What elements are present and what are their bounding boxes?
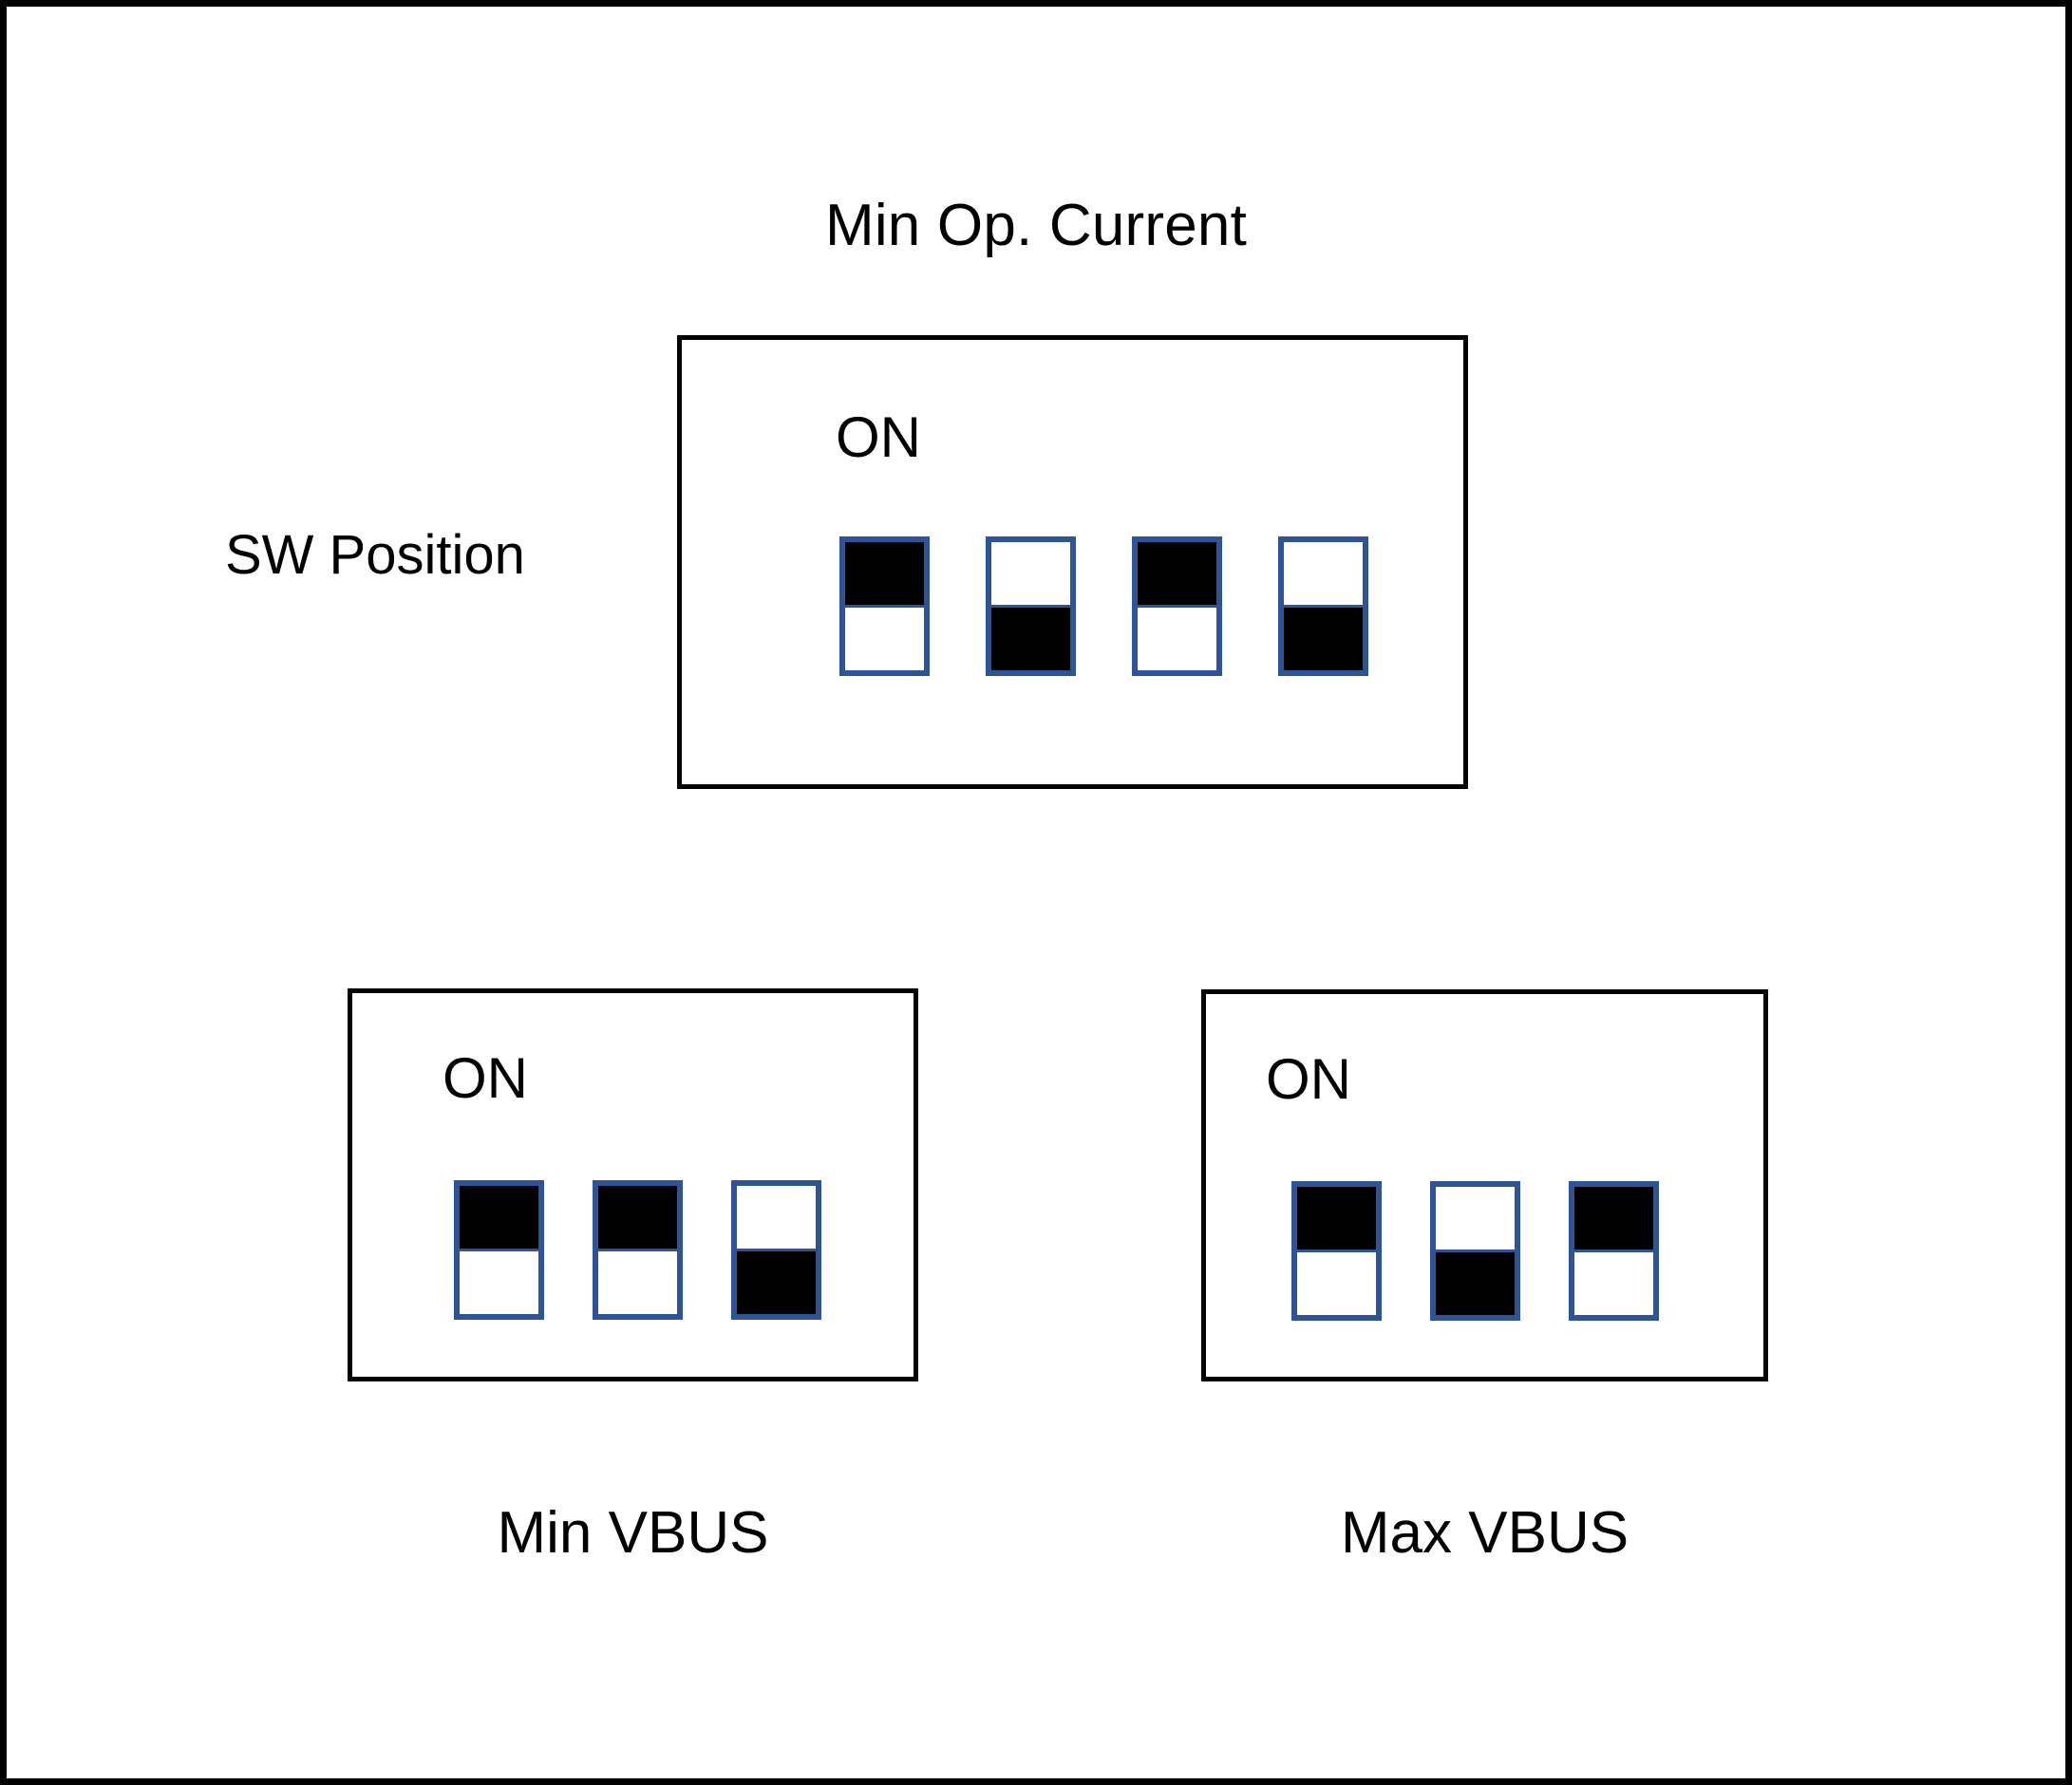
- dip-switch-3[interactable]: [1132, 536, 1222, 676]
- dip-switch-4-bottom-half: [1284, 605, 1363, 670]
- caption-max-vbus: Max VBUS: [1340, 1500, 1629, 1566]
- dip-switch-1-bottom-half: [460, 1251, 538, 1314]
- dip-switch-1-top-half: [1297, 1187, 1376, 1252]
- on-label-max-vbus: ON: [1266, 1047, 1351, 1111]
- dip-switch-3-top-half: [1138, 542, 1216, 608]
- dip-switch-2[interactable]: [593, 1180, 683, 1320]
- dip-switch-3-bottom-half: [737, 1249, 816, 1314]
- switch-group-min-vbus[interactable]: ON: [348, 988, 918, 1381]
- switch-group-max-vbus[interactable]: ON: [1201, 989, 1768, 1381]
- switch-group-min-op-current[interactable]: ON: [677, 335, 1468, 789]
- dip-switch-1[interactable]: [454, 1180, 544, 1320]
- dip-switch-1[interactable]: [1291, 1181, 1382, 1321]
- dip-switch-3-top-half: [737, 1186, 816, 1249]
- dip-switch-2-top-half: [991, 542, 1070, 605]
- dip-switch-4[interactable]: [1278, 536, 1368, 676]
- dip-switch-1-top-half: [845, 542, 924, 608]
- diagram-title: Min Op. Current: [824, 193, 1248, 258]
- dip-switch-2-top-half: [598, 1186, 677, 1251]
- dip-switch-1-bottom-half: [845, 608, 924, 670]
- dip-switch-3-top-half: [1574, 1187, 1653, 1252]
- caption-min-vbus: Min VBUS: [497, 1500, 769, 1566]
- dip-switch-2-bottom-half: [1436, 1250, 1515, 1315]
- on-label-min-op-current: ON: [836, 405, 921, 469]
- dip-switch-3[interactable]: [1569, 1181, 1659, 1321]
- dip-switch-3-bottom-half: [1574, 1252, 1653, 1315]
- dip-switch-2-bottom-half: [598, 1251, 677, 1314]
- dip-switch-3[interactable]: [731, 1180, 821, 1320]
- dip-switch-2[interactable]: [1430, 1181, 1520, 1321]
- dip-switch-bank-max-vbus[interactable]: [1291, 1181, 1659, 1321]
- dip-switch-2-top-half: [1436, 1187, 1515, 1250]
- dip-switch-1[interactable]: [839, 536, 930, 676]
- sw-position-label: SW Position: [225, 524, 525, 586]
- dip-switch-2[interactable]: [986, 536, 1076, 676]
- dip-switch-1-bottom-half: [1297, 1252, 1376, 1315]
- dip-switch-1-top-half: [460, 1186, 538, 1251]
- on-label-min-vbus: ON: [443, 1046, 528, 1110]
- dip-switch-bank-min-op-current[interactable]: [839, 536, 1368, 676]
- dip-switch-2-bottom-half: [991, 605, 1070, 670]
- dip-switch-4-top-half: [1284, 542, 1363, 605]
- dip-switch-3-bottom-half: [1138, 608, 1216, 670]
- dip-switch-bank-min-vbus[interactable]: [454, 1180, 821, 1320]
